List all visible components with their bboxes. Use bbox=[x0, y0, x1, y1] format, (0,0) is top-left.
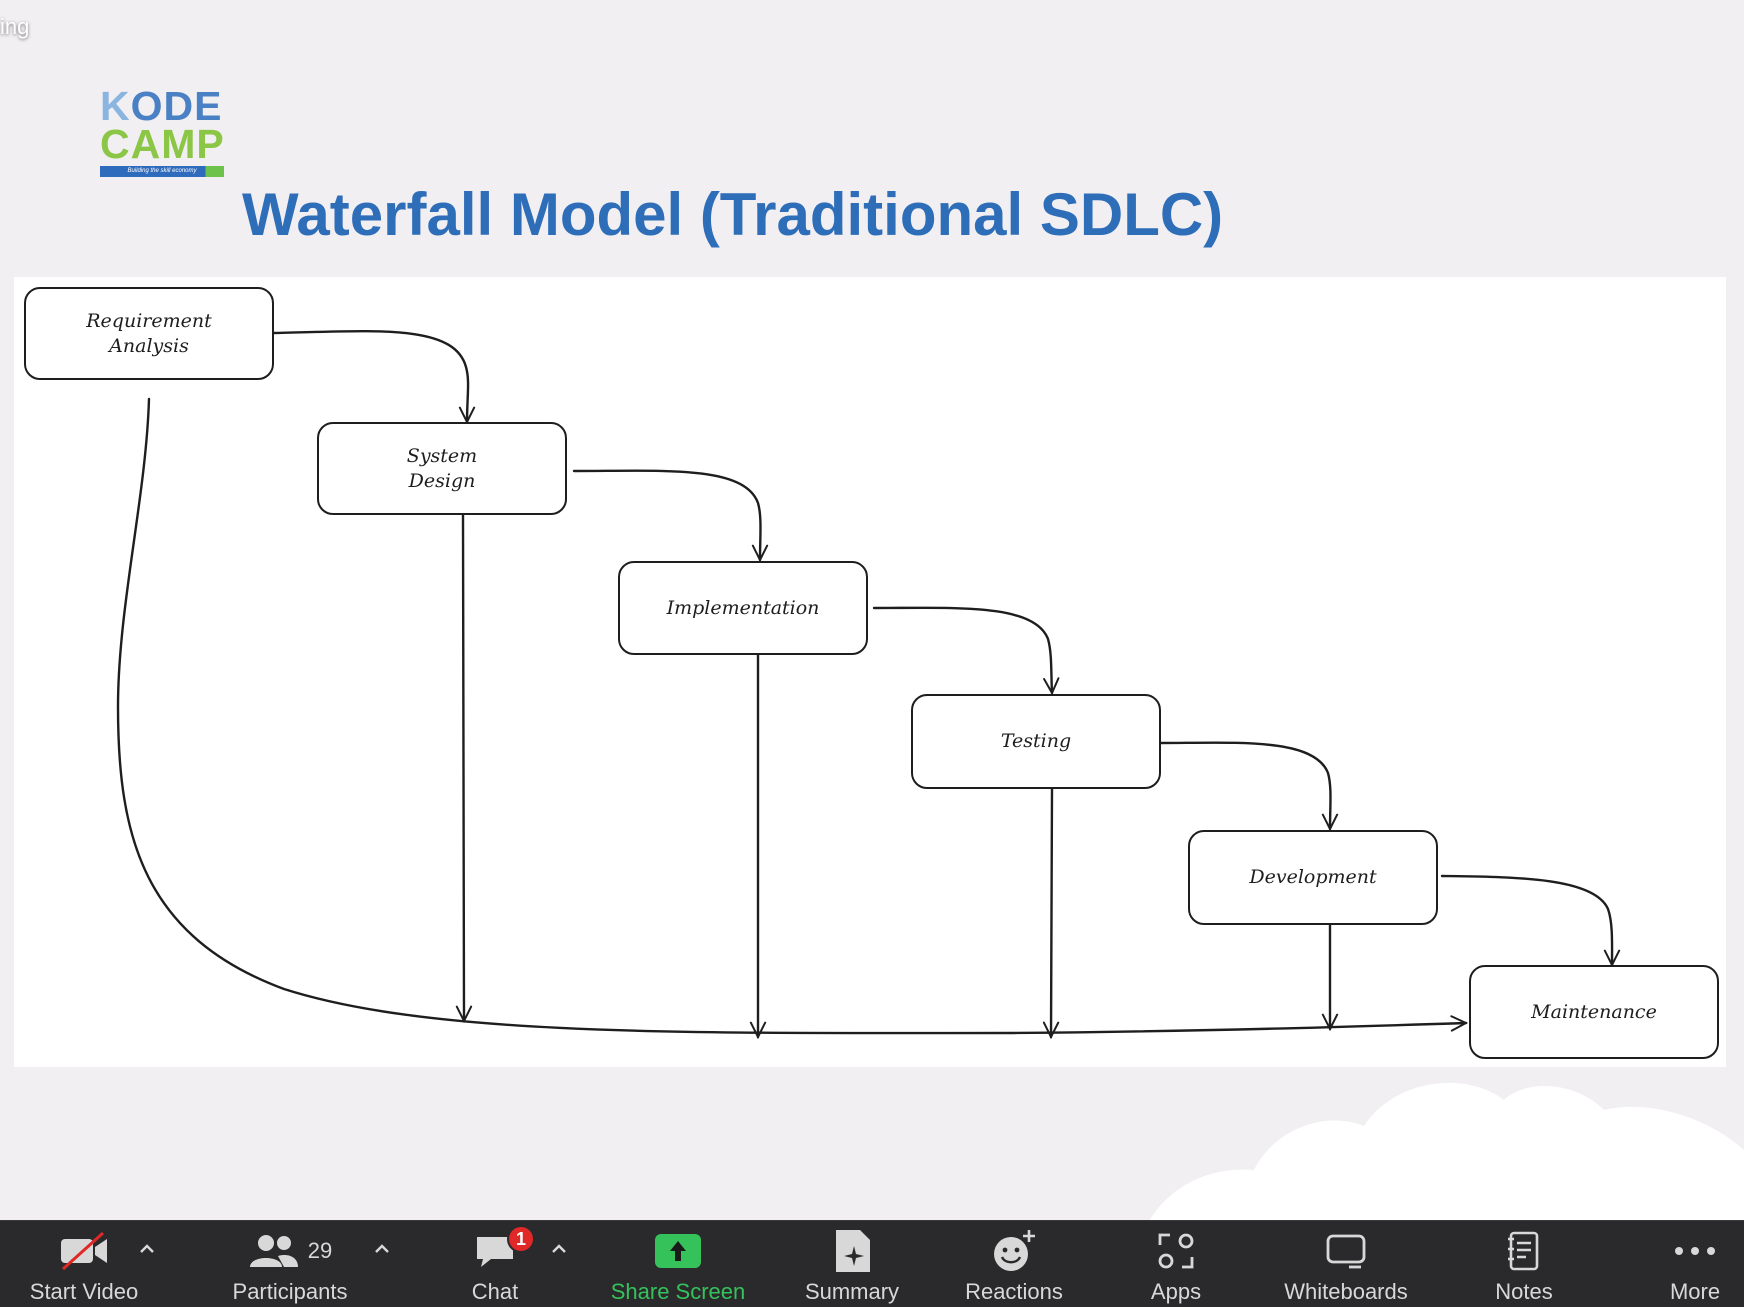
arrow-design-down bbox=[463, 513, 464, 1021]
arrow-dev-to-maint bbox=[1440, 874, 1612, 965]
start-video-label: Start Video bbox=[29, 1279, 139, 1304]
participants-count: 29 bbox=[307, 1238, 333, 1263]
window-title-fragment: ing bbox=[0, 14, 30, 39]
chat-options-caret[interactable] bbox=[548, 1237, 570, 1259]
chat-unread-badge: 1 bbox=[507, 1225, 535, 1253]
video-options-caret[interactable] bbox=[136, 1237, 158, 1259]
chevron-up-icon bbox=[140, 1244, 154, 1253]
logo-line-1-rest: ODE bbox=[130, 83, 223, 129]
participants-icon: 29 bbox=[248, 1221, 332, 1281]
box-requirement-analysis: Requirement Analysis bbox=[24, 287, 274, 380]
box-implementation: Implementation bbox=[618, 561, 868, 655]
arrow-test-down bbox=[1051, 787, 1052, 1037]
whiteboard-icon bbox=[1325, 1221, 1367, 1281]
arrow-test-to-dev bbox=[1156, 741, 1331, 829]
participants-options-caret[interactable] bbox=[371, 1237, 393, 1259]
logo-tagline: Building the skill economy bbox=[100, 166, 224, 178]
chat-icon: 1 bbox=[473, 1221, 535, 1281]
share-screen-label: Share Screen bbox=[610, 1279, 746, 1304]
arrow-impl-to-test bbox=[872, 606, 1052, 693]
share-screen-icon bbox=[653, 1221, 703, 1281]
reactions-label: Reactions bbox=[965, 1279, 1063, 1304]
slide-title: Waterfall Model (Traditional SDLC) bbox=[242, 181, 1224, 248]
box-maintenance: Maintenance bbox=[1469, 965, 1719, 1059]
notes-button[interactable]: Notes bbox=[1478, 1221, 1570, 1307]
chat-button[interactable]: 1 Chat bbox=[450, 1221, 540, 1307]
more-button[interactable]: More bbox=[1650, 1221, 1740, 1307]
apps-button[interactable]: Apps bbox=[1136, 1221, 1216, 1307]
notes-icon bbox=[1506, 1221, 1542, 1281]
diagram-connectors bbox=[116, 329, 1726, 1067]
summary-label: Summary bbox=[804, 1279, 900, 1304]
waterfall-diagram: Requirement Analysis System Design Imple… bbox=[14, 277, 1726, 1067]
box-system-design: System Design bbox=[317, 422, 567, 515]
notes-label: Notes bbox=[1495, 1279, 1553, 1304]
logo-line-1: KODE bbox=[100, 86, 232, 127]
video-off-icon bbox=[57, 1221, 111, 1281]
meeting-toolbar: Start Video 29 Participants bbox=[0, 1220, 1744, 1307]
share-screen-button[interactable]: Share Screen bbox=[596, 1221, 760, 1307]
box-testing: Testing bbox=[911, 694, 1161, 789]
more-label: More bbox=[1669, 1279, 1721, 1304]
summary-icon bbox=[832, 1221, 872, 1281]
more-icon bbox=[1673, 1221, 1717, 1281]
reactions-button[interactable]: Reactions bbox=[950, 1221, 1078, 1307]
arrow-design-to-impl bbox=[572, 469, 761, 560]
arrow-req-to-design bbox=[270, 329, 468, 422]
logo-line-2: CAMP bbox=[100, 120, 225, 167]
apps-icon bbox=[1156, 1221, 1196, 1281]
cloud-decoration bbox=[1144, 1082, 1744, 1230]
reactions-icon bbox=[991, 1221, 1037, 1281]
chevron-up-icon bbox=[375, 1244, 389, 1253]
arrow-req-to-maint bbox=[116, 397, 1466, 1035]
participants-button[interactable]: 29 Participants bbox=[218, 1221, 362, 1307]
box-development: Development bbox=[1188, 830, 1438, 925]
chevron-up-icon bbox=[552, 1244, 566, 1253]
kodecamp-logo: KODE CAMP Building the skill economy bbox=[100, 86, 232, 178]
logo-k: K bbox=[100, 83, 131, 129]
whiteboards-button[interactable]: Whiteboards bbox=[1268, 1221, 1424, 1307]
start-video-button[interactable]: Start Video bbox=[14, 1221, 154, 1307]
chat-label: Chat bbox=[471, 1279, 519, 1304]
apps-label: Apps bbox=[1150, 1279, 1202, 1304]
whiteboards-label: Whiteboards bbox=[1284, 1279, 1408, 1304]
participants-label: Participants bbox=[232, 1279, 348, 1304]
summary-button[interactable]: Summary bbox=[792, 1221, 912, 1307]
